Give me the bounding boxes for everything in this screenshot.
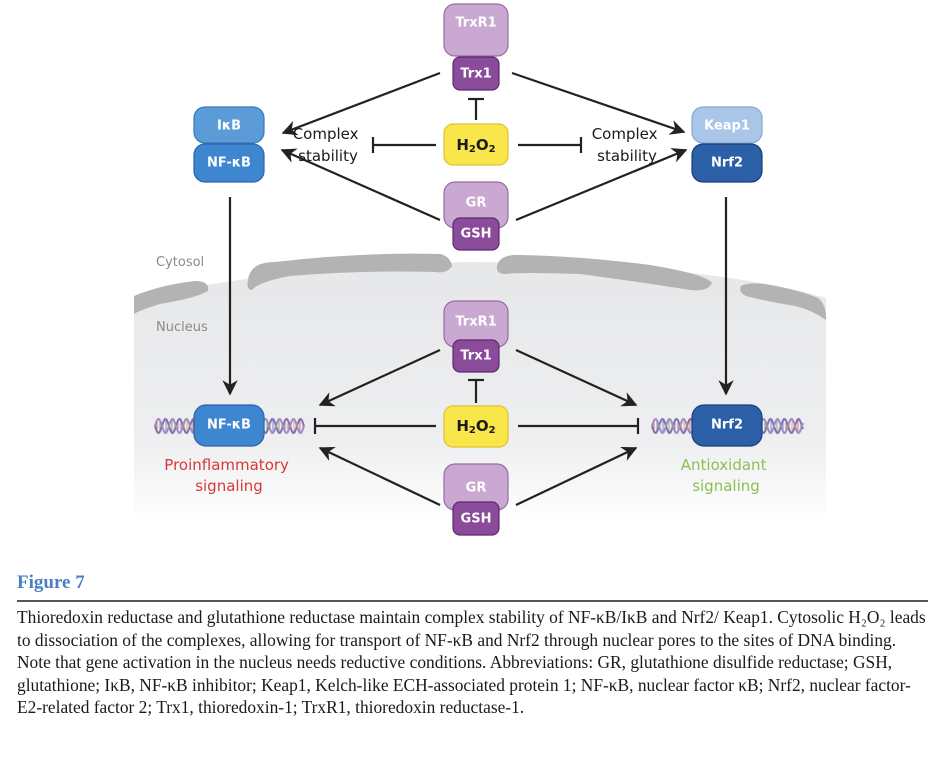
trx-to-nrf2-arrow	[515, 349, 638, 407]
figure-caption: Figure 7 Thioredoxin reductase and gluta…	[17, 572, 928, 719]
trx-to-left-complex-arrow	[281, 71, 441, 136]
ikb-nfkb-complex: IκB NF-κB	[193, 106, 265, 183]
gsh-box	[452, 501, 500, 536]
trx1-label: Trx1	[460, 67, 491, 82]
gsh-label: GSH	[461, 227, 492, 242]
keap1-label: Keap1	[704, 119, 750, 134]
ikb-box	[193, 106, 265, 144]
nucleus-region	[134, 262, 826, 522]
trx1-label: Trx1	[460, 349, 491, 364]
figure-caption-text: Thioredoxin reductase and glutathione re…	[17, 607, 926, 718]
redox-signaling-diagram: Cytosol Nucleus Complex stability Comple…	[134, 3, 826, 536]
nfkb-nucleus-label: NF-κB	[207, 418, 251, 433]
gsh-label: GSH	[461, 512, 492, 527]
nfkb-nucleus: NF-κB	[193, 404, 265, 447]
trxr1-box	[443, 3, 509, 57]
trx-to-right-complex-arrow	[511, 71, 686, 135]
trx1-box	[452, 339, 500, 373]
cytosol-label: Cytosol	[156, 255, 204, 270]
trx-to-nfkb-arrow	[318, 349, 441, 407]
proinflammatory-signaling-label: Proinflammatory signaling	[164, 456, 293, 495]
dna-strand	[154, 418, 198, 434]
trxr1-label: TrxR1	[455, 315, 496, 330]
keap1-nrf2-complex: Keap1 Nrf2	[691, 106, 763, 183]
dna-strand	[759, 418, 804, 434]
nfkb-label: NF-κB	[207, 156, 251, 171]
gr-label: GR	[466, 481, 487, 496]
h2o2-box	[443, 123, 509, 166]
h2o2-label: H2O2	[456, 417, 495, 436]
ikb-label: IκB	[217, 119, 241, 134]
trxr1-trx1-complex-cytosol: TrxR1 Trx1	[443, 3, 509, 91]
nuclear-membrane	[134, 253, 826, 320]
nfkb-nucleus-box	[193, 404, 265, 447]
nucleus-label: Nucleus	[156, 320, 208, 335]
dna-strand	[651, 418, 696, 434]
gsh-to-nfkb-arrow	[318, 446, 441, 506]
nrf2-nucleus: Nrf2	[691, 404, 763, 447]
left-complex-stability-label: Complex stability	[293, 125, 364, 165]
keap1-box	[691, 106, 763, 144]
dna-helix-right	[651, 418, 804, 434]
trxr1-label: TrxR1	[455, 16, 496, 31]
gsh-to-nrf2-arrow	[515, 446, 638, 506]
nfkb-box	[193, 143, 265, 183]
caption-divider	[17, 600, 928, 602]
gsh-box	[452, 217, 500, 251]
dna-strand	[261, 418, 305, 434]
figure-title: Figure 7	[17, 572, 85, 593]
membrane-segment	[496, 254, 712, 291]
h2o2-box	[443, 405, 509, 448]
membrane-segment	[740, 283, 826, 320]
gr-gsh-complex-nucleus: GR GSH	[443, 463, 509, 536]
trxr1-trx1-complex-nucleus: TrxR1 Trx1	[443, 300, 509, 373]
gsh-to-left-complex-arrow	[280, 148, 441, 222]
gr-gsh-complex-cytosol: GR GSH	[443, 181, 509, 251]
h2o2-label: H2O2	[456, 136, 495, 155]
gsh-to-right-complex-arrow	[515, 148, 688, 222]
dna-helix-left	[154, 418, 305, 434]
trx1-box	[452, 56, 500, 91]
gr-label: GR	[466, 196, 487, 211]
nrf2-nucleus-box	[691, 404, 763, 447]
nrf2-label: Nrf2	[711, 156, 743, 171]
membrane-segment	[247, 253, 452, 290]
nrf2-box	[691, 143, 763, 183]
h2o2-cytosol: H2O2	[443, 123, 509, 166]
antioxidant-signaling-label: Antioxidant signaling	[681, 456, 771, 495]
right-complex-stability-label: Complex stability	[592, 125, 663, 165]
nrf2-nucleus-label: Nrf2	[711, 418, 743, 433]
membrane-segment	[134, 281, 209, 314]
h2o2-nucleus: H2O2	[443, 405, 509, 448]
